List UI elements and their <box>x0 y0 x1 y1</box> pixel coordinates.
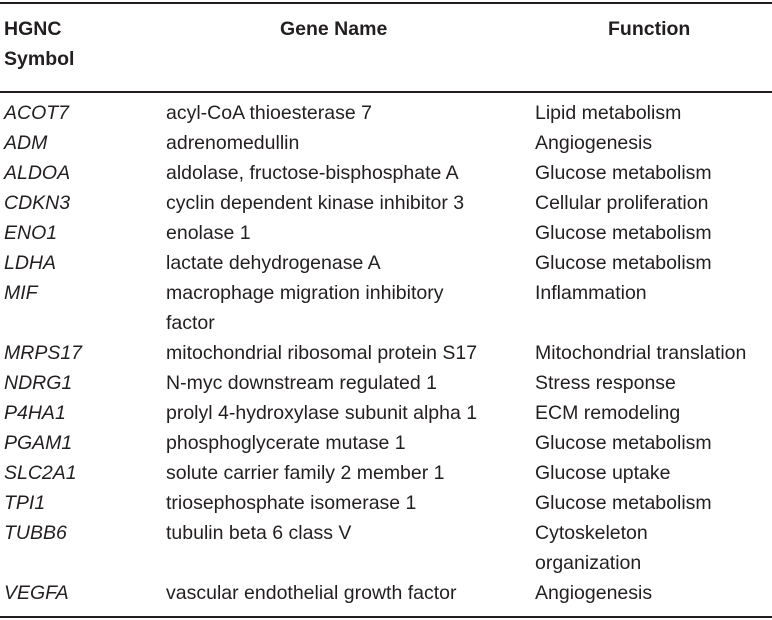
cell-function: Stress response <box>535 372 676 394</box>
header-symbol-line1: HGNC <box>4 18 62 40</box>
cell-symbol: ALDOA <box>4 162 71 184</box>
cell-gene-name: tubulin beta 6 class V <box>166 522 352 544</box>
cell-function: Glucose metabolism <box>535 252 712 274</box>
cell-gene-name: vascular endothelial growth factor <box>166 582 457 604</box>
cell-gene-name: cyclin dependent kinase inhibitor 3 <box>166 192 465 214</box>
cell-symbol: NDRG1 <box>4 372 73 394</box>
cell-gene-name-line1: macrophage migration inhibitory <box>166 282 444 304</box>
cell-function: Glucose metabolism <box>535 222 712 244</box>
cell-symbol: VEGFA <box>4 582 69 604</box>
header-gene-name: Gene Name <box>280 18 388 40</box>
cell-gene-name: macrophage migration inhibitory factor <box>166 278 443 338</box>
cell-function: Glucose metabolism <box>535 432 712 454</box>
cell-symbol: SLC2A1 <box>4 462 77 484</box>
cell-gene-name: triosephosphate isomerase 1 <box>166 492 417 514</box>
cell-function-line2: organization <box>535 552 642 574</box>
cell-gene-name: acyl-CoA thioesterase 7 <box>166 102 372 124</box>
cell-symbol: CDKN3 <box>4 192 71 214</box>
cell-symbol: TPI1 <box>4 492 46 514</box>
cell-gene-name: phosphoglycerate mutase 1 <box>166 432 406 454</box>
cell-function: Glucose metabolism <box>535 162 712 184</box>
cell-symbol: ACOT7 <box>4 102 70 124</box>
cell-gene-name: lactate dehydrogenase A <box>166 252 381 274</box>
cell-gene-name: N-myc downstream regulated 1 <box>166 372 437 394</box>
cell-symbol: MIF <box>4 282 38 304</box>
cell-function: Lipid metabolism <box>535 102 682 124</box>
cell-symbol: ADM <box>4 132 48 154</box>
cell-gene-name: solute carrier family 2 member 1 <box>166 462 445 484</box>
cell-symbol: P4HA1 <box>4 402 66 424</box>
cell-symbol: ENO1 <box>4 222 58 244</box>
cell-function: ECM remodeling <box>535 402 681 424</box>
cell-function: Angiogenesis <box>535 132 653 154</box>
table-top-rule <box>0 2 772 4</box>
cell-gene-name: adrenomedullin <box>166 132 300 154</box>
cell-gene-name: mitochondrial ribosomal protein S17 <box>166 342 478 364</box>
cell-symbol: TUBB6 <box>4 522 67 544</box>
cell-symbol: PGAM1 <box>4 432 73 454</box>
cell-gene-name: enolase 1 <box>166 222 251 244</box>
header-function: Function <box>608 18 691 40</box>
cell-gene-name-line2: factor <box>166 312 215 334</box>
cell-function-line1: Cytoskeleton <box>535 522 648 544</box>
cell-gene-name: aldolase, fructose-bisphosphate A <box>166 162 459 184</box>
cell-gene-name: prolyl 4-hydroxylase subunit alpha 1 <box>166 402 478 424</box>
cell-function: Cytoskeleton organization <box>535 518 648 578</box>
header-symbol-line2: Symbol <box>4 48 75 70</box>
cell-symbol: LDHA <box>4 252 57 274</box>
cell-function: Glucose uptake <box>535 462 671 484</box>
cell-function: Angiogenesis <box>535 582 653 604</box>
header-symbol: HGNC Symbol <box>4 14 74 74</box>
table-bottom-rule <box>0 616 772 618</box>
cell-function: Glucose metabolism <box>535 492 712 514</box>
cell-symbol: MRPS17 <box>4 342 83 364</box>
cell-function: Cellular proliferation <box>535 192 709 214</box>
cell-function: Mitochondrial translation <box>535 342 747 364</box>
header-rule <box>0 91 772 93</box>
cell-function: Inflammation <box>535 282 647 304</box>
